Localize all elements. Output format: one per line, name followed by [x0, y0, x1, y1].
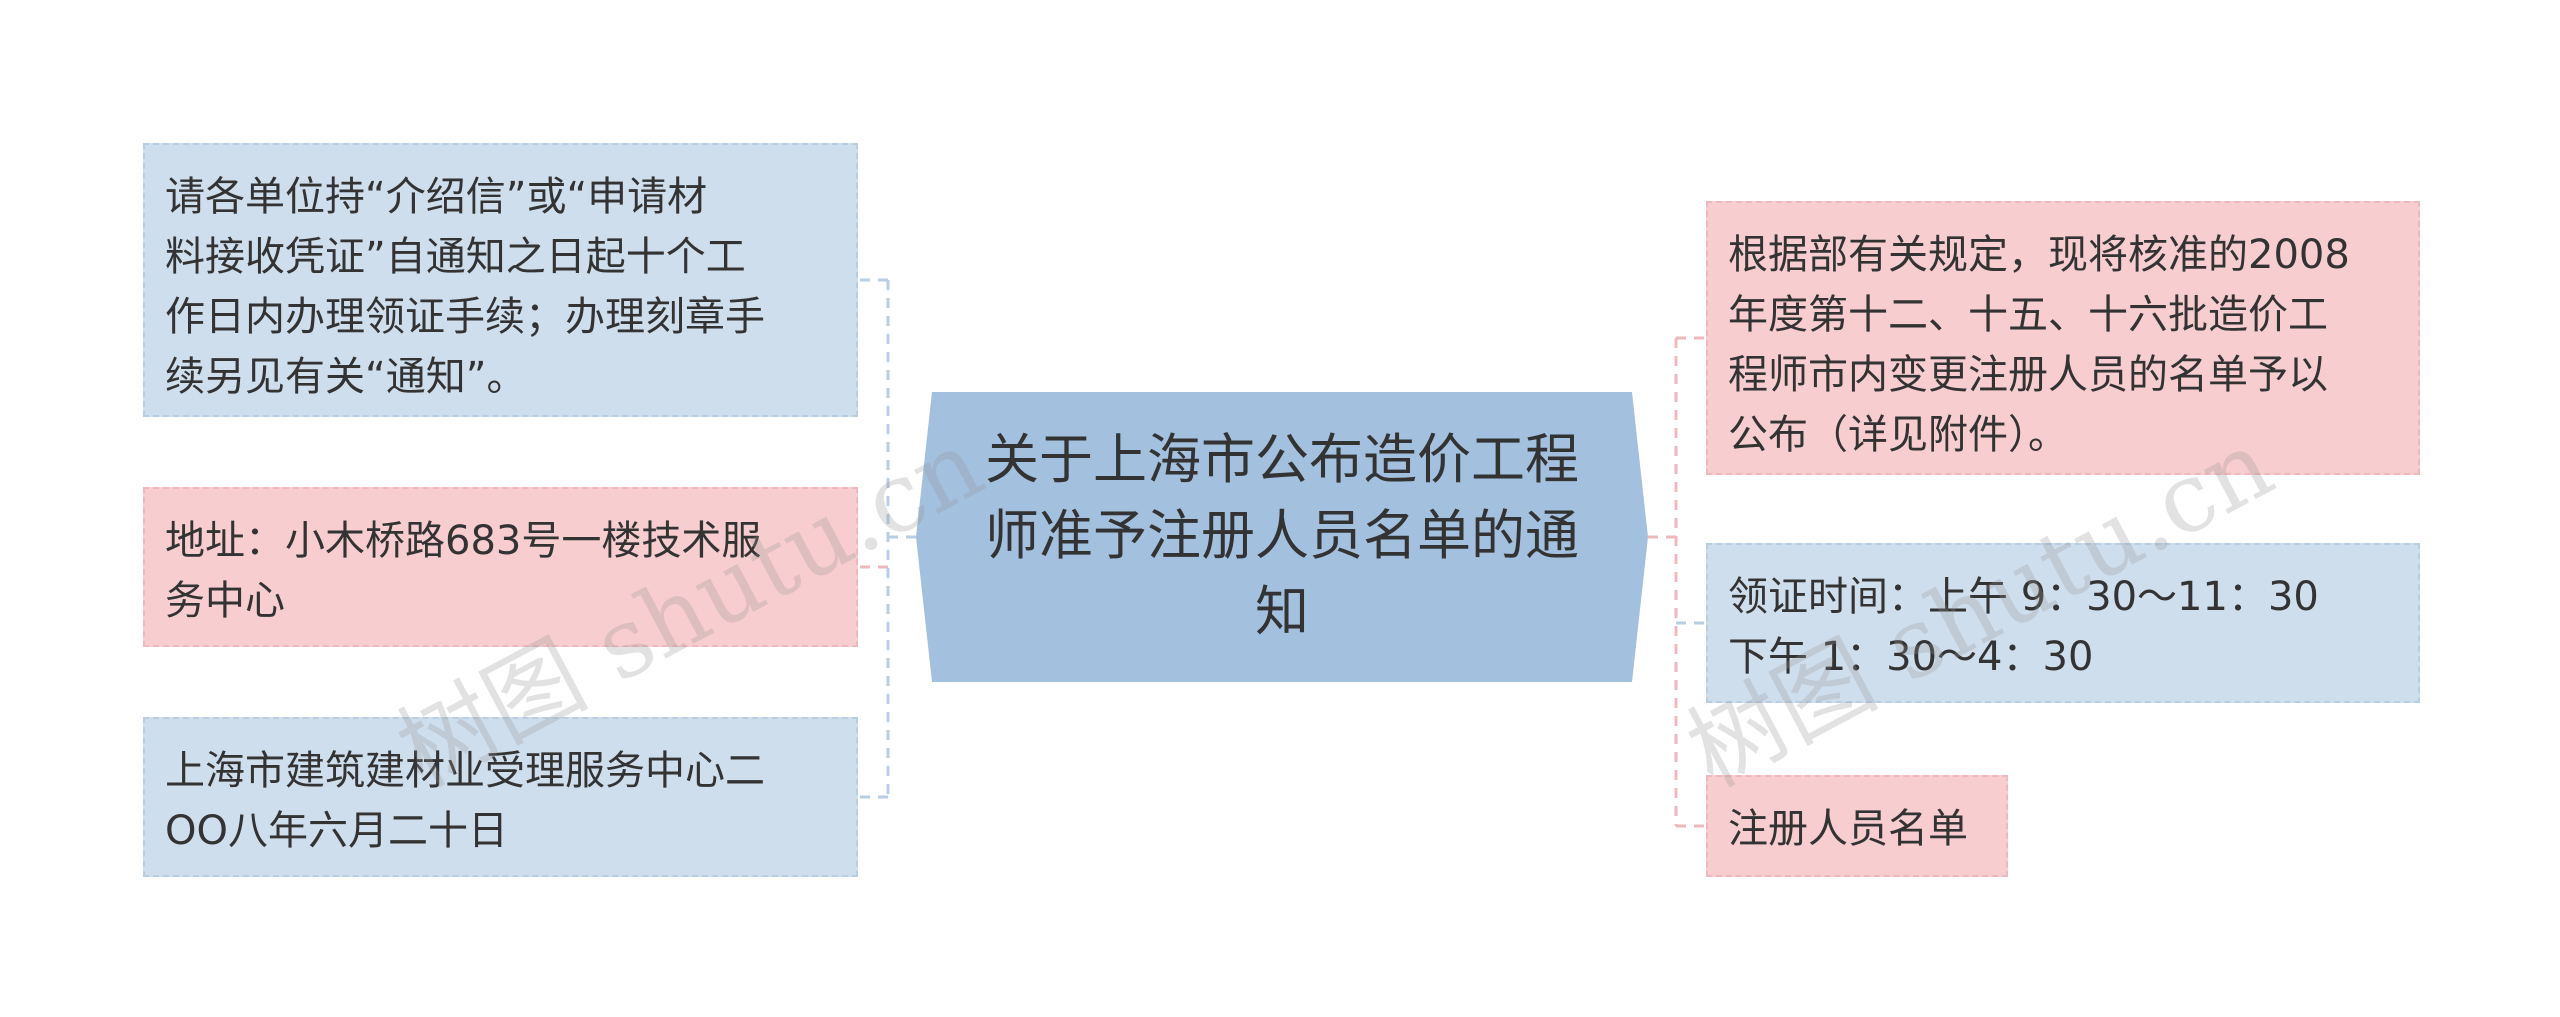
node-text-line: 请各单位持“介绍信”或“申请材 [165, 174, 708, 220]
left-node-instructions[interactable]: 请各单位持“介绍信”或“申请材 料接收凭证”自通知之日起十个工 作日内办理领证手… [143, 143, 858, 417]
node-text-line: 务中心 [165, 578, 285, 624]
node-text-line: 上海市建筑建材业受理服务中心二 [165, 748, 765, 794]
right-node-pickup-time[interactable]: 领证时间：上午 9：30～11：30 下午 1：30～4：30 [1706, 543, 2420, 703]
node-text-line: 程师市内变更注册人员的名单予以 [1728, 352, 2328, 398]
center-topic-text: 关于上海市公布造价工程 师准予注册人员名单的通 知 [976, 422, 1588, 652]
node-text-line: 根据部有关规定，现将核准的2008 [1728, 232, 2350, 278]
left-node-address[interactable]: 地址：小木桥路683号一楼技术服 务中心 [143, 487, 858, 647]
node-text-line: 作日内办理领证手续；办理刻章手 [165, 294, 765, 340]
center-topic-node[interactable]: 关于上海市公布造价工程 师准予注册人员名单的通 知 [916, 392, 1648, 682]
left-node-issuer[interactable]: 上海市建筑建材业受理服务中心二 OO八年六月二十日 [143, 717, 858, 877]
node-text-line: 料接收凭证”自通知之日起十个工 [165, 234, 746, 280]
center-topic-shape [916, 392, 1648, 682]
center-topic-line: 关于上海市公布造价工程 [985, 428, 1579, 491]
node-text-line: OO八年六月二十日 [165, 808, 508, 854]
node-text-line: 续另见有关“通知”。 [165, 354, 527, 400]
node-text-line: 年度第十二、十五、十六批造价工 [1728, 292, 2328, 338]
node-text-line: 公布（详见附件）。 [1728, 412, 2068, 458]
node-text-line: 下午 1：30～4：30 [1728, 634, 2094, 680]
node-text-line: 地址：小木桥路683号一楼技术服 [165, 518, 762, 564]
center-topic-line: 师准予注册人员名单的通 [985, 504, 1579, 567]
center-topic-line: 知 [1255, 580, 1309, 643]
node-text-line: 领证时间：上午 9：30～11：30 [1728, 574, 2319, 620]
right-node-announcement[interactable]: 根据部有关规定，现将核准的2008 年度第十二、十五、十六批造价工 程师市内变更… [1706, 201, 2420, 475]
right-node-registered-list[interactable]: 注册人员名单 [1706, 775, 2008, 877]
node-text-line: 注册人员名单 [1728, 806, 1968, 852]
